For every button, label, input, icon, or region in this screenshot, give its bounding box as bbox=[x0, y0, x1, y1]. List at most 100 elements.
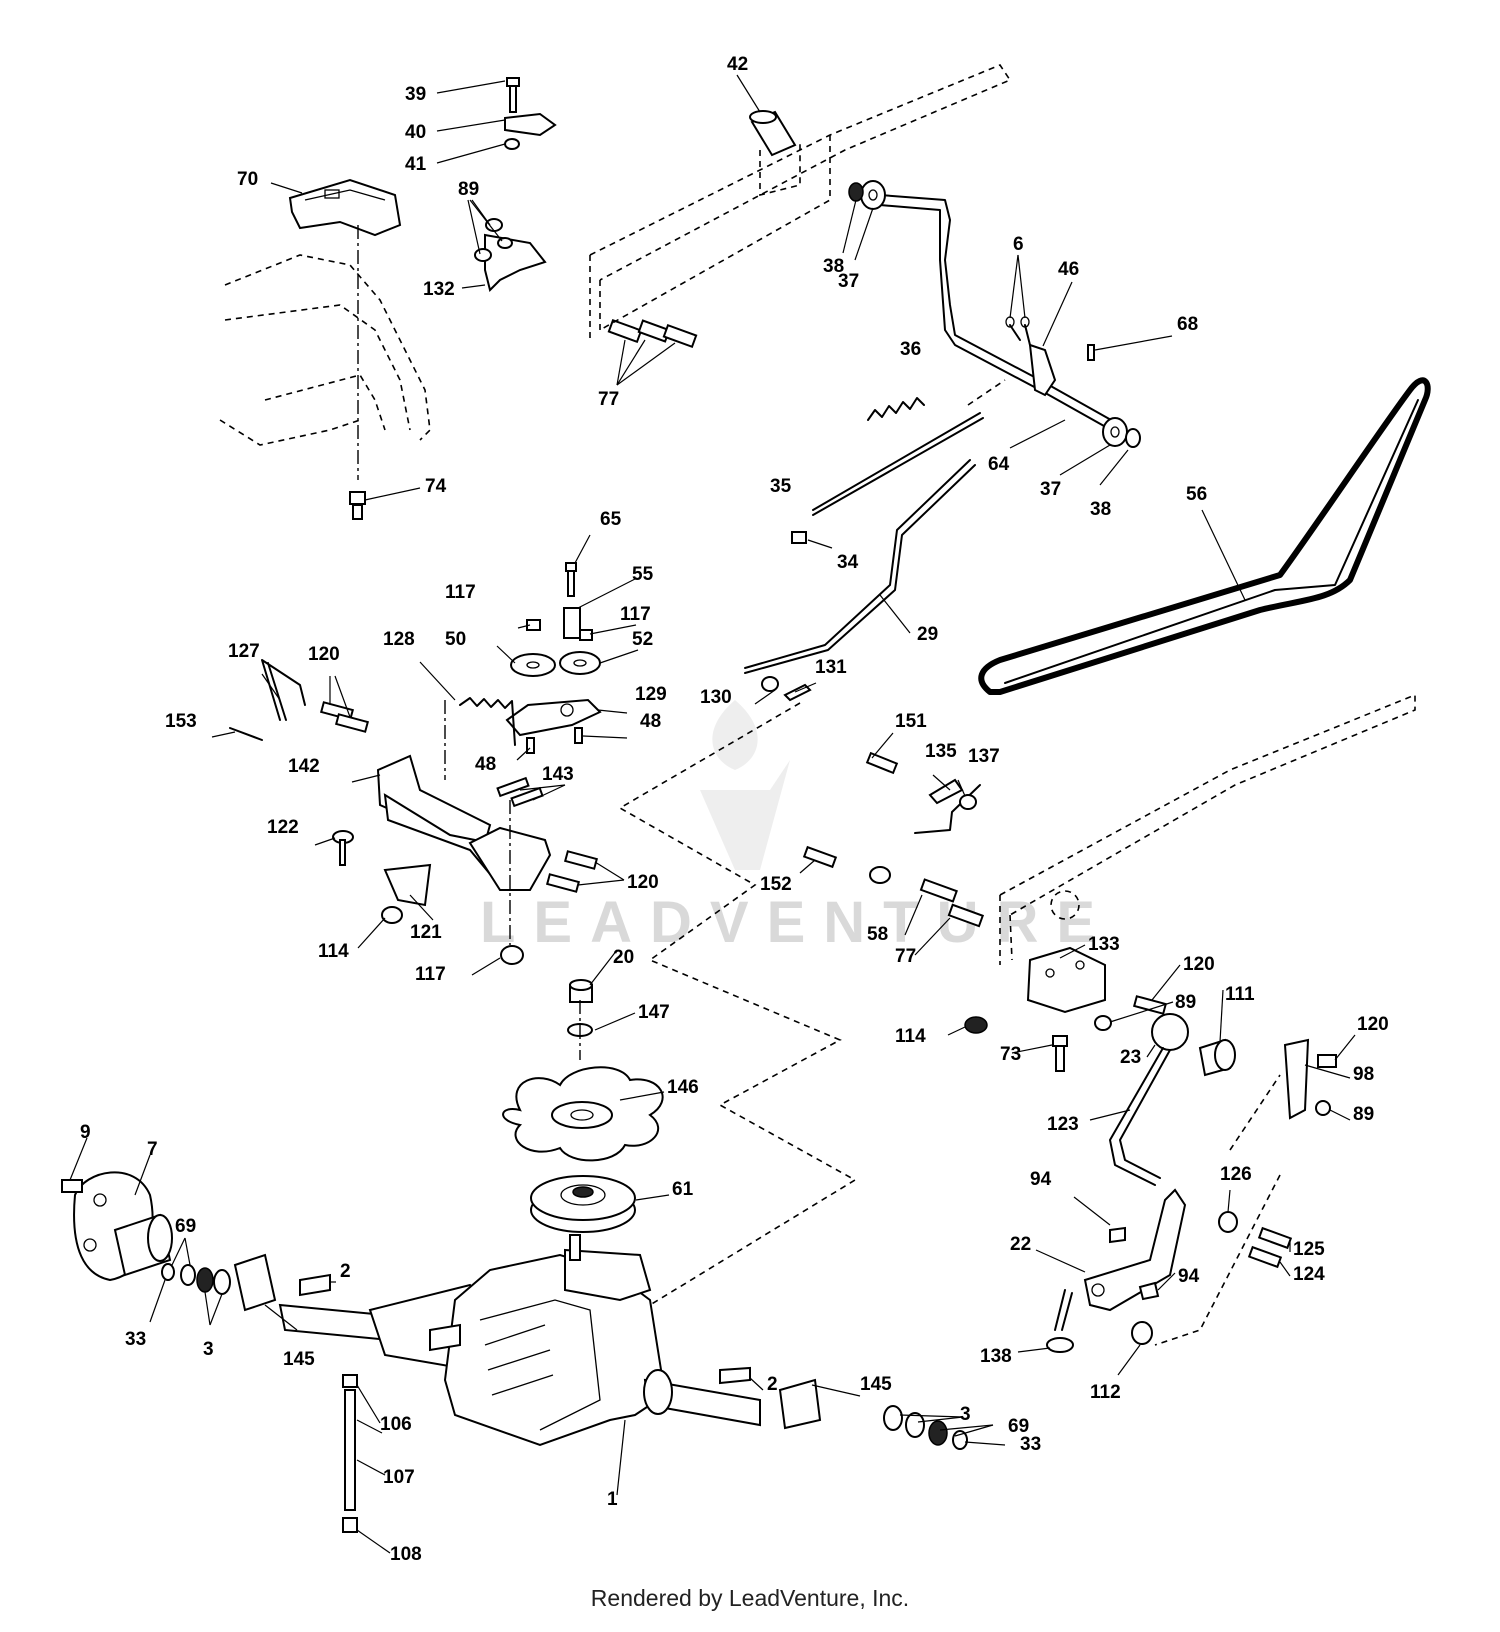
pulley-61 bbox=[530, 1175, 636, 1233]
callout-34: 34 bbox=[837, 552, 859, 573]
callout-124: 124 bbox=[1293, 1264, 1325, 1285]
bracket-145-right bbox=[778, 1378, 822, 1430]
callout-130: 130 bbox=[700, 687, 732, 708]
callout-38: 38 bbox=[1090, 499, 1111, 520]
spring-128 bbox=[459, 697, 516, 746]
callout-89: 89 bbox=[1353, 1104, 1374, 1125]
callout-65: 65 bbox=[600, 509, 622, 530]
callout-145: 145 bbox=[860, 1374, 892, 1395]
callout-77: 77 bbox=[598, 389, 619, 410]
callout-114: 114 bbox=[318, 941, 349, 962]
callout-33: 33 bbox=[1020, 1434, 1041, 1455]
callout-69: 69 bbox=[1008, 1416, 1029, 1437]
callout-labels: 39 40 41 42 70 89 132 77 38 37 6 46 68 3… bbox=[80, 54, 1389, 1565]
callout-129: 129 bbox=[635, 684, 667, 705]
callout-89: 89 bbox=[458, 179, 479, 200]
key-2-right bbox=[719, 1366, 751, 1385]
callout-131: 131 bbox=[815, 657, 847, 678]
callout-125: 125 bbox=[1293, 1239, 1325, 1260]
callout-37: 37 bbox=[1040, 479, 1061, 500]
callout-40: 40 bbox=[405, 122, 426, 143]
hub-7 bbox=[61, 1171, 173, 1282]
callout-94: 94 bbox=[1178, 1266, 1200, 1287]
drive-belt-56 bbox=[978, 377, 1431, 695]
link-135 bbox=[802, 751, 981, 884]
transaxle-1 bbox=[278, 1234, 761, 1447]
callout-74: 74 bbox=[425, 476, 447, 497]
callout-61: 61 bbox=[672, 1179, 694, 1200]
callout-1: 1 bbox=[607, 1489, 618, 1510]
callout-107: 107 bbox=[383, 1467, 415, 1488]
idler-pulleys-50-52 bbox=[510, 562, 601, 677]
callout-108: 108 bbox=[390, 1544, 422, 1565]
callout-123: 123 bbox=[1047, 1114, 1079, 1135]
callout-120: 120 bbox=[1183, 954, 1215, 975]
bolts-58-77 bbox=[919, 878, 985, 928]
callout-9: 9 bbox=[80, 1122, 91, 1143]
bolt-39-clamp-40-nut-41 bbox=[504, 77, 557, 150]
plate-133 bbox=[964, 946, 1168, 1072]
callout-106: 106 bbox=[380, 1414, 412, 1435]
rod-29 bbox=[744, 459, 976, 702]
bolts-143 bbox=[496, 776, 544, 808]
callout-41: 41 bbox=[405, 154, 427, 175]
callout-77: 77 bbox=[895, 946, 916, 967]
callout-56: 56 bbox=[1186, 484, 1207, 505]
callout-120: 120 bbox=[308, 644, 340, 665]
callout-37: 37 bbox=[838, 271, 859, 292]
callout-48: 48 bbox=[640, 711, 661, 732]
callout-29: 29 bbox=[917, 624, 938, 645]
callout-138: 138 bbox=[980, 1346, 1012, 1367]
callout-132: 132 bbox=[423, 279, 455, 300]
rod-35-34 bbox=[791, 379, 1006, 544]
callout-114: 114 bbox=[895, 1026, 926, 1047]
leader-lines bbox=[69, 74, 1356, 1554]
bracket-132 bbox=[474, 218, 547, 292]
washers-left bbox=[161, 1253, 277, 1312]
callout-52: 52 bbox=[632, 629, 653, 650]
callout-128: 128 bbox=[383, 629, 415, 650]
callout-70: 70 bbox=[237, 169, 258, 190]
callout-50: 50 bbox=[445, 629, 466, 650]
fan-146 bbox=[502, 1066, 664, 1162]
washers-37-38 bbox=[848, 180, 1141, 448]
callout-68: 68 bbox=[1177, 314, 1198, 335]
bracket-22 bbox=[1046, 1188, 1293, 1353]
callout-153: 153 bbox=[165, 711, 197, 732]
frame-rail-lower bbox=[999, 693, 1416, 965]
callout-117: 117 bbox=[620, 604, 651, 625]
watermark-text: LEADVENTURE bbox=[480, 890, 1113, 955]
callout-42: 42 bbox=[727, 54, 748, 75]
callout-7: 7 bbox=[147, 1139, 158, 1160]
bushing-42 bbox=[749, 110, 797, 157]
callout-112: 112 bbox=[1090, 1382, 1121, 1403]
callout-98: 98 bbox=[1353, 1064, 1374, 1085]
callout-142: 142 bbox=[288, 756, 320, 777]
callout-127: 127 bbox=[228, 641, 260, 662]
callout-33: 33 bbox=[125, 1329, 146, 1350]
callout-6: 6 bbox=[1013, 234, 1024, 255]
callout-117: 117 bbox=[445, 582, 476, 603]
callout-39: 39 bbox=[405, 84, 426, 105]
key-2-left bbox=[299, 1273, 331, 1297]
belt-routing bbox=[618, 702, 857, 1306]
callout-2: 2 bbox=[767, 1374, 778, 1395]
bushing-111-bracket-98 bbox=[1198, 1038, 1337, 1120]
callout-38: 38 bbox=[823, 256, 844, 277]
callout-55: 55 bbox=[632, 564, 654, 585]
callout-147: 147 bbox=[638, 1002, 670, 1023]
pins-6-plate-46 bbox=[1005, 316, 1095, 397]
rear-fender bbox=[219, 254, 431, 446]
callout-94: 94 bbox=[1030, 1169, 1052, 1190]
callout-120: 120 bbox=[627, 872, 659, 893]
callout-135: 135 bbox=[925, 741, 957, 762]
callout-143: 143 bbox=[542, 764, 574, 785]
bolt-74 bbox=[349, 491, 366, 520]
callout-64: 64 bbox=[988, 454, 1010, 475]
callout-73: 73 bbox=[1000, 1044, 1021, 1065]
callout-69: 69 bbox=[175, 1216, 196, 1237]
routing-right bbox=[1154, 1074, 1281, 1346]
callout-111: 111 bbox=[1225, 984, 1255, 1005]
